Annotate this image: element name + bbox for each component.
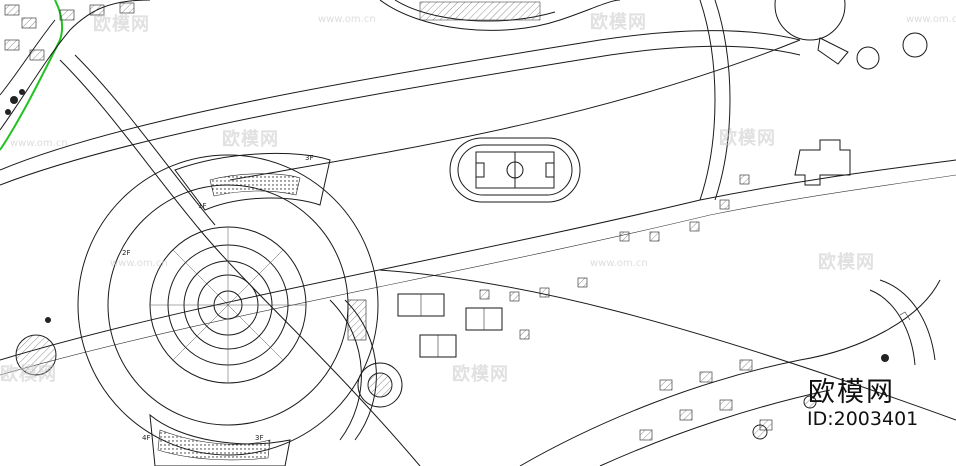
logo-id: ID:2003401 <box>807 408 919 430</box>
building-arc-east <box>329 299 377 441</box>
building-arc-north: 3F 1F <box>174 152 331 211</box>
logo-brand: 欧模网 <box>808 377 895 408</box>
watermark-logo: 欧模网 <box>93 14 150 35</box>
top-right-roundabout <box>774 0 928 70</box>
watermark-url: www.om.cn <box>110 258 168 269</box>
watermark-url: www.om.cn <box>318 14 376 25</box>
small-rotunda <box>357 362 403 408</box>
watermark-logo: 欧模网 <box>0 364 57 385</box>
floor-label-4f: 4F <box>142 434 150 442</box>
watermark-logo: 欧模网 <box>452 364 509 385</box>
tree-roundabout-left <box>15 317 57 376</box>
sports-stadium <box>449 137 581 203</box>
watermark-logo: 欧模网 <box>818 252 875 273</box>
floor-label-1f-north: 1F <box>198 202 206 210</box>
watermark-logo: 欧模网 <box>222 129 279 150</box>
floor-label-3f-north: 3F <box>305 154 313 162</box>
pavilion-row <box>479 174 750 340</box>
floor-label-2f-west: 2F <box>122 249 130 257</box>
circular-plaza <box>77 154 379 456</box>
floor-label-3f-south: 3F <box>255 434 263 442</box>
watermark-url: www.om.cn <box>10 138 68 149</box>
housing-strip-top <box>379 0 621 31</box>
right-peninsula <box>869 279 936 366</box>
housing-cluster-topleft <box>0 0 151 151</box>
watermark-logo: 欧模网 <box>719 128 776 149</box>
watermark-url: www.om.cn <box>906 14 956 25</box>
tennis-courts <box>397 293 503 358</box>
housing-cluster-bottomright <box>519 279 941 466</box>
watermark-logo: 欧模网 <box>590 12 647 33</box>
cross-pavilion <box>794 139 851 186</box>
watermark-url: www.om.cn <box>590 258 648 269</box>
building-arc-south: 4F 3F <box>142 413 291 466</box>
